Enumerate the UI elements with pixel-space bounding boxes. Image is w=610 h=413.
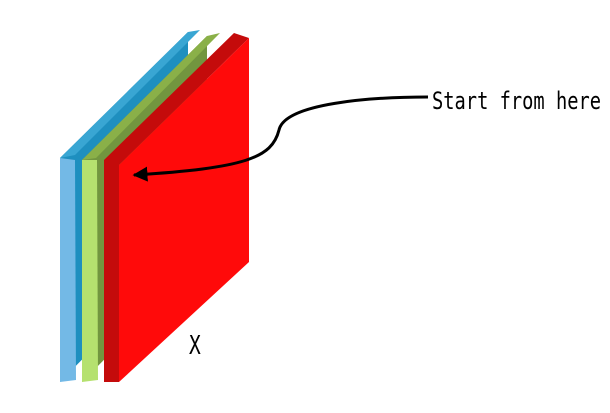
red-layer: [104, 33, 249, 382]
callout-arrow: [132, 95, 429, 182]
axis-label-x: X: [189, 331, 201, 361]
green-layer-top: [82, 33, 220, 160]
red-layer-front: [119, 38, 249, 382]
blue-layer-front: [60, 158, 76, 382]
red-layer-side: [104, 33, 249, 382]
callout-label: Start from here: [432, 87, 602, 115]
blue-layer-top: [60, 30, 200, 158]
green-layer-front: [82, 160, 98, 382]
